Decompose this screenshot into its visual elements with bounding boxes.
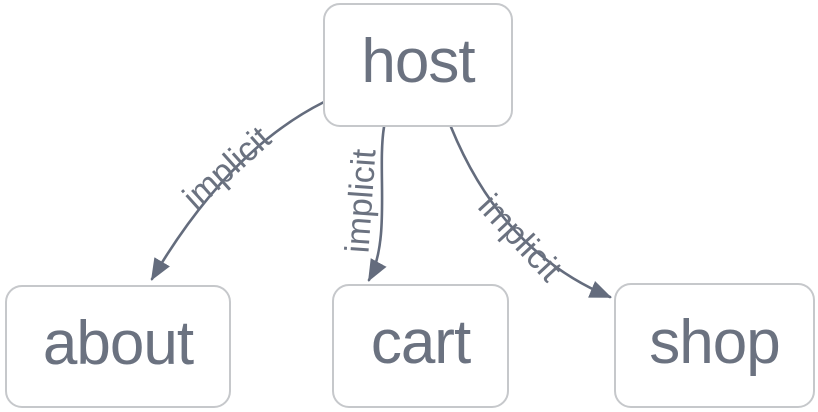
edge-host-shop <box>449 125 612 299</box>
edge-paths-group <box>150 100 612 299</box>
node-shop-label: shop <box>649 307 780 377</box>
edge-host-cart <box>367 125 387 282</box>
node-shop: shop <box>614 283 815 408</box>
edge-label-host-cart: implicit <box>338 147 384 255</box>
node-host: host <box>323 3 513 127</box>
node-cart: cart <box>332 284 509 408</box>
node-cart-label: cart <box>370 308 471 377</box>
edge-host-about <box>150 100 326 281</box>
node-about: about <box>5 285 231 408</box>
node-about-label: about <box>42 308 194 378</box>
node-host-label: host <box>361 27 475 96</box>
